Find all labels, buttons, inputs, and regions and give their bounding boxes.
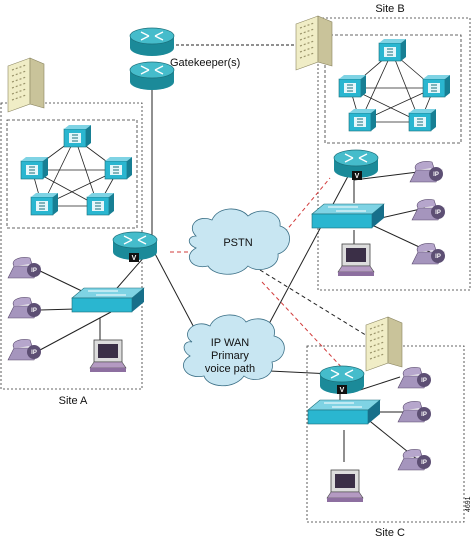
call-manager-icon	[348, 108, 377, 132]
call-manager-icon	[338, 74, 367, 98]
site-c-switch-icon	[307, 399, 381, 425]
site-c-label: Site C	[375, 527, 405, 539]
call-manager-icon	[63, 124, 92, 148]
call-manager-icon	[30, 192, 59, 216]
gatekeeper-label: Gatekeeper(s)	[170, 57, 240, 69]
voice-badge: V	[352, 171, 362, 180]
ip-phone-icon	[411, 198, 446, 221]
svg-text:V: V	[132, 255, 137, 262]
svg-text:V: V	[355, 173, 360, 180]
pc-icon	[89, 339, 127, 373]
call-manager-icon	[86, 192, 115, 216]
site-a-label: Site A	[59, 395, 88, 407]
voice-badge: V	[337, 385, 347, 394]
ip-phone-icon	[7, 338, 42, 361]
gatekeeper-router-icon	[129, 27, 175, 57]
site-a-switch-icon	[71, 287, 145, 313]
ip-phone-icon	[7, 256, 42, 279]
ip-phone-icon	[397, 366, 432, 389]
ip-wan-label: IP WAN	[211, 337, 250, 349]
building-icon	[295, 15, 333, 71]
site-b-cluster-box	[324, 34, 462, 144]
svg-text:V: V	[340, 387, 345, 394]
building-icon	[7, 57, 45, 113]
site-a-cluster-box	[6, 119, 138, 229]
ip-wan-voice-path-label: voice path	[205, 363, 255, 375]
ip-wan-primary-label: Primary	[211, 350, 249, 362]
ip-phone-icon	[7, 296, 42, 319]
pstn-links	[170, 177, 347, 373]
call-manager-icon	[104, 156, 133, 180]
pc-icon	[337, 243, 375, 277]
call-manager-icon	[422, 74, 451, 98]
voice-badge: V	[129, 253, 139, 262]
site-b-label: Site B	[375, 3, 404, 15]
call-manager-icon	[378, 38, 407, 62]
site-c-boundary	[306, 345, 465, 523]
call-manager-icon	[20, 156, 49, 180]
pc-icon	[326, 469, 364, 503]
site-b-boundary	[317, 17, 471, 291]
site-b-switch-icon	[311, 203, 385, 229]
call-manager-icon	[408, 108, 437, 132]
building-icon	[365, 316, 403, 372]
gatekeeper-router-icon	[129, 61, 175, 91]
figure-id: 4691	[465, 496, 472, 512]
ip-phone-icon	[411, 242, 446, 265]
ip-phone-icon	[397, 448, 432, 471]
ip-phone-icon	[397, 400, 432, 423]
pstn-cloud-icon	[188, 208, 290, 275]
ip-phone-icon	[409, 160, 444, 183]
pstn-label: PSTN	[223, 237, 252, 249]
ip-wan-cloud-icon	[183, 314, 285, 387]
